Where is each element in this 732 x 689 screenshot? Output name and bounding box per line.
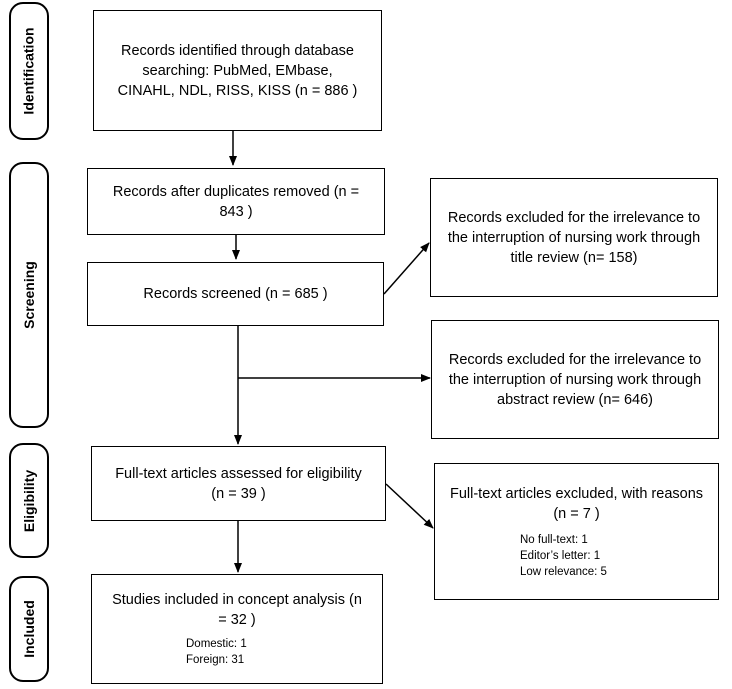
phase-screening: Screening: [9, 162, 49, 428]
box-excluded-abstract-review: Records excluded for the irrelevance to …: [431, 320, 719, 439]
studies-included-title: Studies included in concept analysis (n …: [112, 592, 362, 628]
exclusion-reason: Low relevance: 5: [520, 565, 607, 578]
fulltext-assessed-text: Full-text articles assessed for eligibil…: [115, 465, 362, 502]
phase-identification-label: Identification: [21, 27, 37, 115]
phase-screening-label: Screening: [21, 261, 38, 329]
arrow-fulltext-to-excluded: [385, 483, 434, 529]
exclusion-reason: Editor’s letter: 1: [520, 549, 601, 562]
included-detail: Domestic: 1: [186, 638, 247, 650]
fulltext-excluded-title: Full-text articles excluded, with reason…: [449, 485, 704, 522]
phase-identification: Identification: [9, 2, 49, 140]
box-records-identified: Records identified through database sear…: [93, 10, 382, 131]
box-duplicates-removed: Records after duplicates removed (n = 84…: [87, 168, 385, 235]
included-details-list: Domestic: 1 Foreign: 31: [110, 636, 247, 668]
exclusion-reason: No full-text: 1: [520, 533, 588, 546]
included-detail: Foreign: 31: [186, 654, 245, 666]
phase-eligibility-label: Eligibility: [21, 469, 38, 532]
duplicates-removed-text: Records after duplicates removed (n = 84…: [112, 183, 360, 220]
box-excluded-title-review: Records excluded for the irrelevance to …: [430, 178, 718, 297]
box-studies-included: Studies included in concept analysis (n …: [91, 574, 383, 684]
box-fulltext-assessed: Full-text articles assessed for eligibil…: [91, 446, 386, 521]
box-records-screened: Records screened (n = 685 ): [87, 262, 384, 326]
records-screened-text: Records screened (n = 685 ): [143, 286, 328, 302]
phase-eligibility: Eligibility: [9, 443, 49, 558]
excluded-title-text: Records excluded for the irrelevance to …: [447, 209, 701, 266]
exclusion-reasons-list: No full-text: 1 Editor’s letter: 1 Low r…: [445, 532, 607, 580]
box-fulltext-excluded: Full-text articles excluded, with reason…: [434, 463, 719, 600]
arrow-screened-to-title-excluded: [383, 242, 430, 295]
excluded-abstract-text: Records excluded for the irrelevance to …: [448, 351, 702, 408]
phase-included-label: Included: [21, 600, 37, 658]
phase-included: Included: [9, 576, 49, 682]
records-identified-text: Records identified through database sear…: [117, 42, 358, 99]
